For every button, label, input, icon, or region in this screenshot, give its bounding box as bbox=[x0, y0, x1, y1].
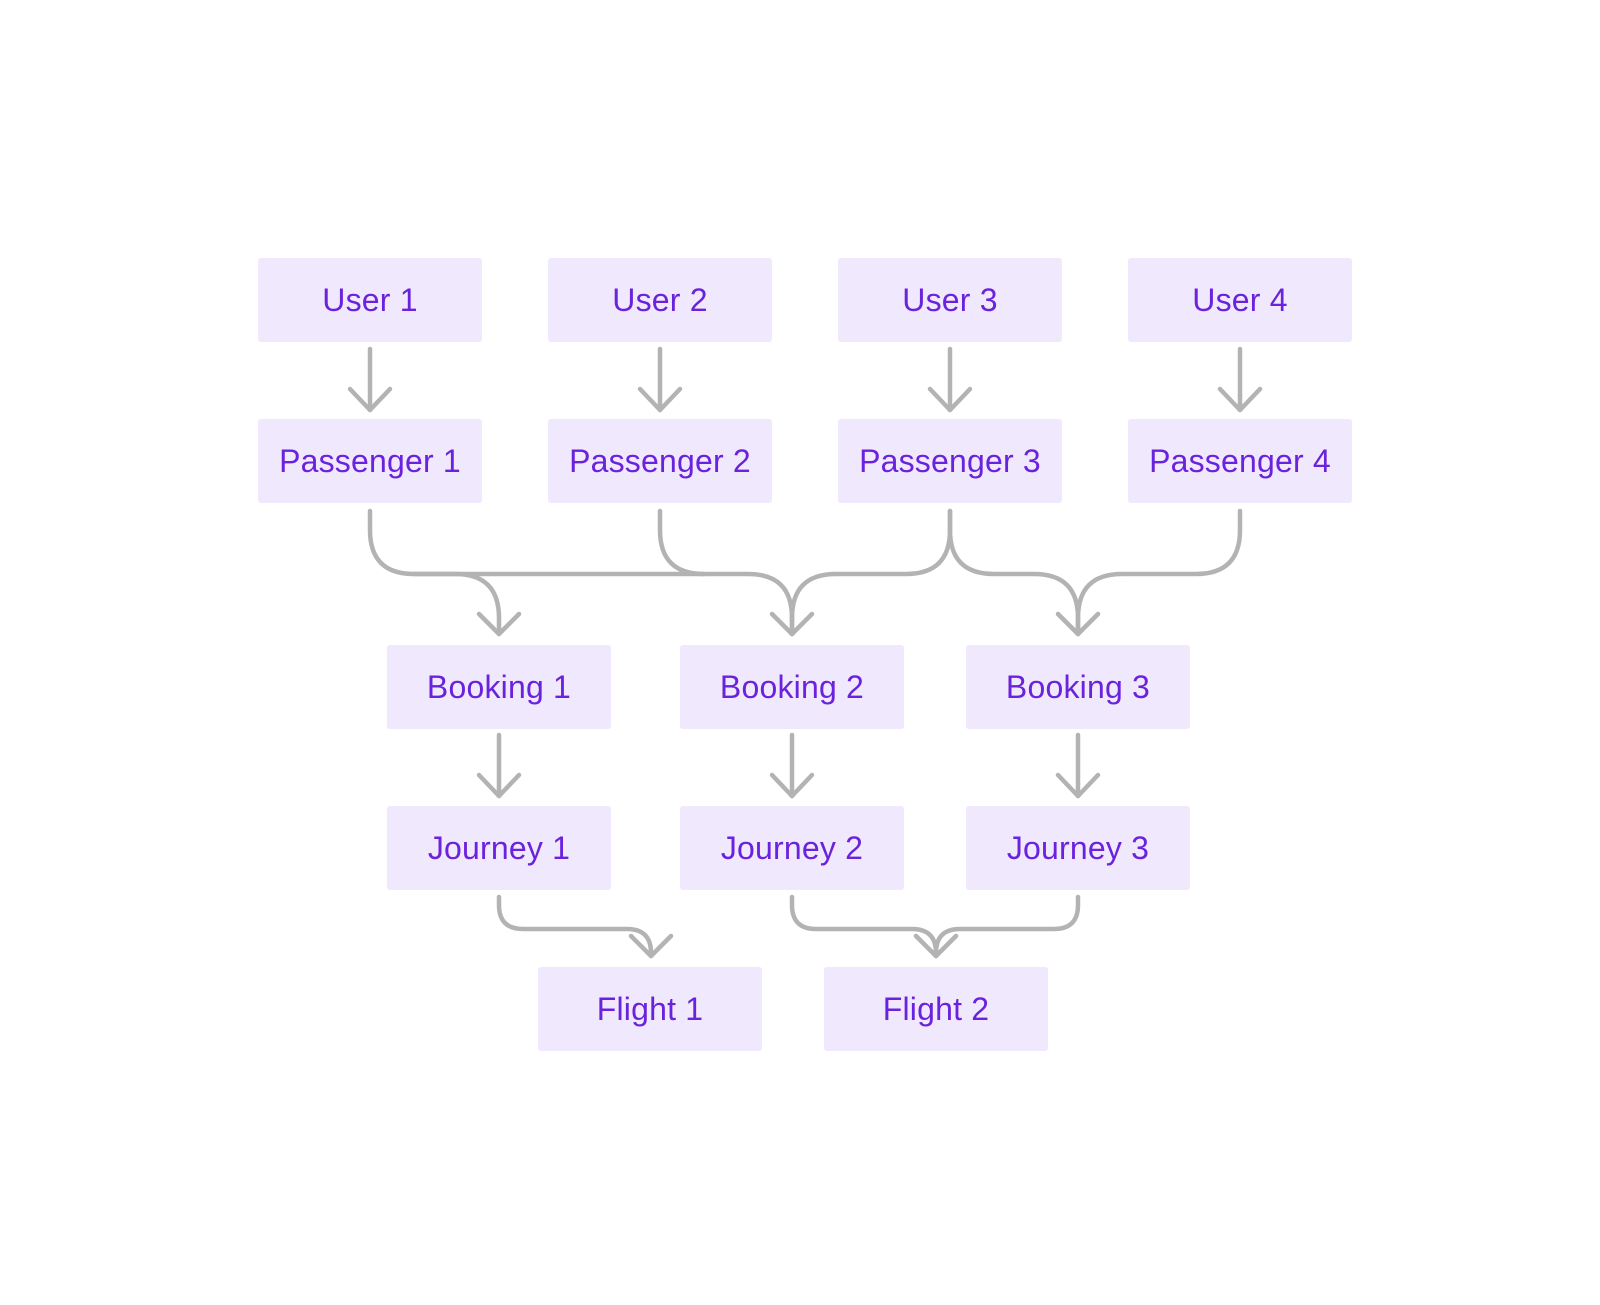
node-user-1: User 1 bbox=[258, 258, 482, 342]
edge-passenger2-booking2 bbox=[657, 508, 707, 577]
edge-journey1-flight1 bbox=[496, 894, 654, 959]
node-label: Passenger 3 bbox=[859, 442, 1041, 479]
node-label: Booking 3 bbox=[1005, 668, 1151, 705]
arrowhead-passenger2 bbox=[637, 386, 683, 413]
arrowhead-booking1 bbox=[476, 611, 522, 637]
node-booking-2: Booking 2 bbox=[680, 645, 904, 729]
edge-passenger1-booking2 bbox=[411, 571, 795, 637]
node-booking-3: Booking 3 bbox=[966, 645, 1190, 729]
node-booking-1: Booking 1 bbox=[387, 645, 611, 729]
node-journey-2: Journey 2 bbox=[680, 806, 904, 890]
edge-passenger3-booking3 bbox=[947, 508, 1081, 637]
node-label: Booking 2 bbox=[719, 668, 865, 705]
node-label: Passenger 1 bbox=[279, 442, 461, 479]
node-passenger-2: Passenger 2 bbox=[548, 419, 772, 503]
edge-passenger4-booking3 bbox=[1075, 508, 1243, 637]
arrowhead-journey3 bbox=[1055, 772, 1101, 799]
edge-passenger3-booking2 bbox=[789, 508, 953, 637]
node-passenger-4: Passenger 4 bbox=[1128, 419, 1352, 503]
node-journey-3: Journey 3 bbox=[966, 806, 1190, 890]
edge-journey3-flight2 bbox=[933, 894, 1081, 959]
node-label: Journey 2 bbox=[720, 829, 864, 866]
arrowhead-passenger4 bbox=[1217, 386, 1263, 413]
arrowhead-flight1 bbox=[628, 933, 674, 959]
node-flight-2: Flight 2 bbox=[824, 967, 1048, 1051]
node-label: User 1 bbox=[322, 281, 418, 318]
node-label: User 3 bbox=[902, 281, 998, 318]
node-user-4: User 4 bbox=[1128, 258, 1352, 342]
node-label: Flight 1 bbox=[596, 990, 704, 1027]
node-label: Journey 1 bbox=[427, 829, 571, 866]
node-label: Journey 3 bbox=[1006, 829, 1150, 866]
node-label: User 2 bbox=[612, 281, 708, 318]
arrowhead-flight2 bbox=[913, 933, 959, 959]
node-passenger-1: Passenger 1 bbox=[258, 419, 482, 503]
arrowhead-passenger1 bbox=[347, 386, 393, 413]
node-flight-1: Flight 1 bbox=[538, 967, 762, 1051]
arrowhead-journey1 bbox=[476, 772, 522, 799]
node-label: Booking 1 bbox=[426, 668, 572, 705]
node-user-3: User 3 bbox=[838, 258, 1062, 342]
arrowhead-booking3 bbox=[1055, 611, 1101, 637]
arrowhead-booking2 bbox=[769, 611, 815, 637]
node-passenger-3: Passenger 3 bbox=[838, 419, 1062, 503]
edge-journey2-flight2 bbox=[789, 894, 939, 959]
arrowhead-passenger3 bbox=[927, 386, 973, 413]
arrowhead-journey2 bbox=[769, 772, 815, 799]
node-label: User 4 bbox=[1192, 281, 1288, 318]
node-user-2: User 2 bbox=[548, 258, 772, 342]
node-label: Flight 2 bbox=[882, 990, 990, 1027]
node-label: Passenger 2 bbox=[569, 442, 751, 479]
node-label: Passenger 4 bbox=[1149, 442, 1331, 479]
node-journey-1: Journey 1 bbox=[387, 806, 611, 890]
